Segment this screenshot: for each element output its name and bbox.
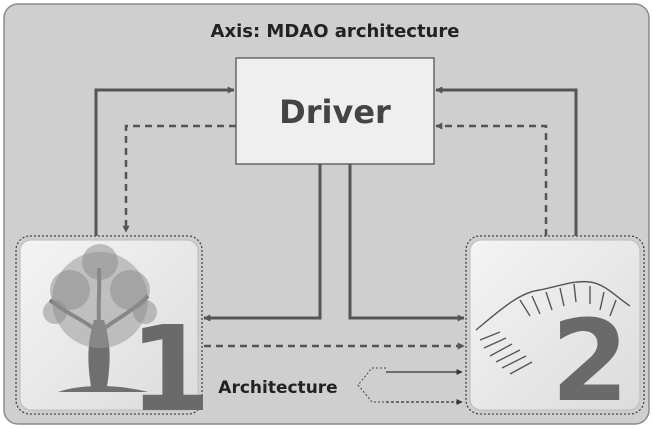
legend: Architecture [218,367,463,405]
edge-driver-to-disc1-solid [203,164,322,322]
edge-disc1-to-driver-solid [94,86,235,236]
legend-bracket [357,367,386,403]
mountain-icon [475,280,631,375]
discipline-2-label: 2 [551,297,629,427]
legend-label: Architecture [218,378,337,398]
edge-driver-to-disc1-dashed [122,124,236,233]
driver-label: Driver [279,93,391,131]
edge-disc2-to-driver-dashed [435,122,548,236]
discipline-1-node: 1 [15,235,211,428]
edge-driver-to-disc2-solid [348,164,465,322]
driver-node: Driver [235,57,435,165]
discipline-1-label: 1 [129,300,211,428]
tree-icon [43,244,157,392]
edge-disc2-to-driver-solid [435,86,578,236]
discipline-2-node: 2 [465,235,645,427]
diagram-title: Axis: MDAO architecture [211,21,460,42]
